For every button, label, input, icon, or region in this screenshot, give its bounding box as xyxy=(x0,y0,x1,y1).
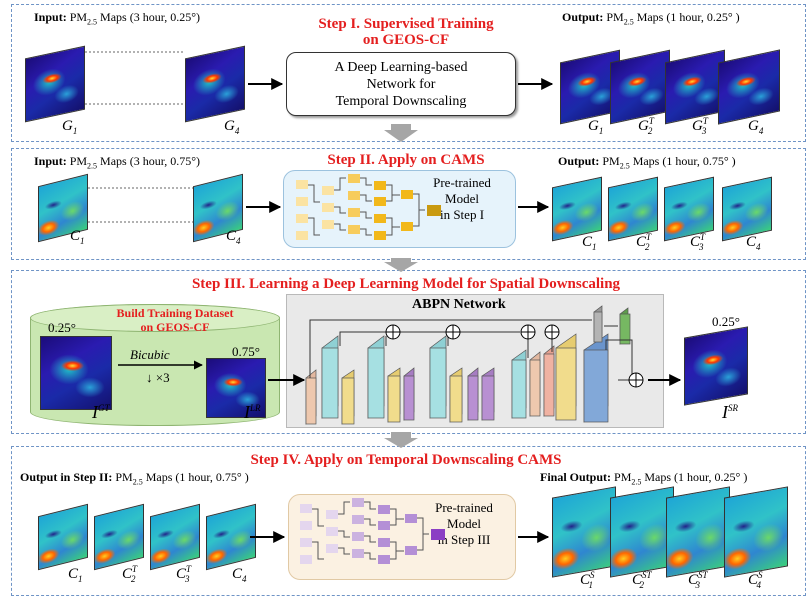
step1-panel xyxy=(11,4,806,142)
gt-label: IGT xyxy=(92,402,110,422)
step4-model-box xyxy=(288,494,516,580)
step4-output-label-4: CS4 xyxy=(748,570,763,590)
step4-output-label: Final Output: PM2.5 Maps (1 hour, 0.25° … xyxy=(540,470,748,487)
step2-output-label-3: CT3 xyxy=(690,232,706,252)
step1-output-label: Output: PM2.5 Maps (1 hour, 0.25° ) xyxy=(562,10,740,27)
step1-model-box xyxy=(286,52,516,116)
step2-input-label-c1: C1 xyxy=(70,228,85,246)
step1-guides xyxy=(85,51,185,105)
step3-title: Step III. Learning a Deep Learning Model… xyxy=(191,276,621,292)
step2-input-label: Input: PM2.5 Maps (3 hour, 0.75°) xyxy=(34,154,201,171)
step4-output-label-2: CST2 xyxy=(632,570,652,590)
step2-title: Step II. Apply on CAMS xyxy=(327,152,485,168)
down-arrow-2 xyxy=(384,258,418,272)
step4-input-label-3: CT3 xyxy=(176,564,192,584)
res-lr-label: 0.75° xyxy=(232,344,260,359)
lr-map xyxy=(206,358,266,418)
sr-res-label: 0.25° xyxy=(712,314,740,329)
step1-input-label: Input: PM2.5 Maps (3 hour, 0.25°) xyxy=(34,10,201,27)
step2-output-label-4: C4 xyxy=(746,234,761,252)
step4-input-label-2: CT2 xyxy=(122,564,138,584)
step4-input-label: Output in Step II: PM2.5 Maps (1 hour, 0… xyxy=(20,470,249,487)
step1-output-label-4: G4 xyxy=(748,118,764,136)
step1-input-label-g4: G4 xyxy=(224,118,240,136)
sr-label: ISR xyxy=(722,402,738,422)
step2-model-box xyxy=(283,170,516,248)
dataset-cylinder-top xyxy=(30,304,280,332)
step2-output-label-1: C1 xyxy=(582,234,597,252)
step1-output-label-2: GT2 xyxy=(638,116,654,136)
step2-output-label: Output: PM2.5 Maps (1 hour, 0.75° ) xyxy=(558,154,736,171)
step4-input-label-4: C4 xyxy=(232,566,247,584)
step1-input-label-g1: G1 xyxy=(62,118,78,136)
abpn-blocks xyxy=(305,305,631,425)
step4-output-label-3: CST3 xyxy=(688,570,708,590)
gt-map xyxy=(40,336,112,410)
downsample-label: ↓ ×3 xyxy=(146,370,170,385)
step1-output-label-1: G1 xyxy=(588,118,604,136)
step4-input-label-1: C1 xyxy=(68,566,83,584)
step2-mini-network xyxy=(296,174,441,240)
step4-panel xyxy=(11,446,806,596)
abpn-network-title: ABPN Network xyxy=(412,297,506,312)
bicubic-label: Bicubic xyxy=(130,347,170,362)
step2-guides xyxy=(88,187,193,223)
step4-output-label-1: CS1 xyxy=(580,570,595,590)
step4-title: Step IV. Apply on Temporal Downscaling C… xyxy=(250,452,562,468)
step4-mini-network xyxy=(300,498,445,564)
step2-input-label-c4: C4 xyxy=(226,228,241,246)
res-hr-label: 0.25° xyxy=(48,320,76,335)
step1-output-label-3: GT3 xyxy=(692,116,708,136)
down-arrow-1 xyxy=(384,124,418,142)
abpn-add-nodes xyxy=(385,324,644,388)
down-arrow-3 xyxy=(384,432,418,448)
step2-output-label-2: CT2 xyxy=(636,232,652,252)
lr-label: ILR xyxy=(244,402,261,422)
